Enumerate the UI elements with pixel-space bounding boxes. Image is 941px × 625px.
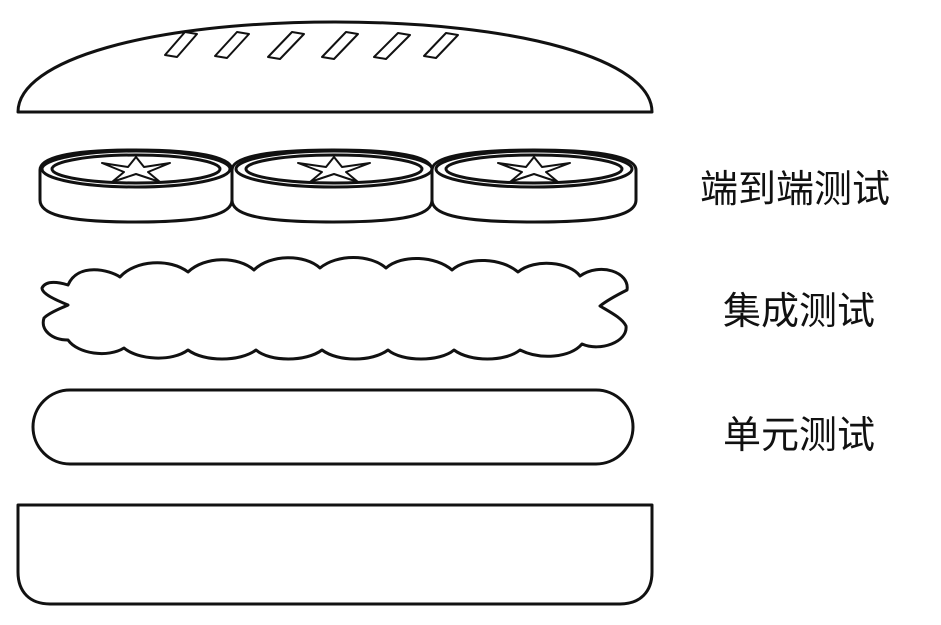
integration-test-label: 集成测试 [723,292,875,330]
patty-layer [33,390,633,464]
tomato-layer [40,150,636,222]
unit-test-label: 单元测试 [723,416,875,454]
top-bun-layer [18,22,652,112]
lettuce-layer [42,258,627,360]
end-to-end-test-label: 端到端测试 [700,170,890,208]
bottom-bun-layer [18,505,652,604]
